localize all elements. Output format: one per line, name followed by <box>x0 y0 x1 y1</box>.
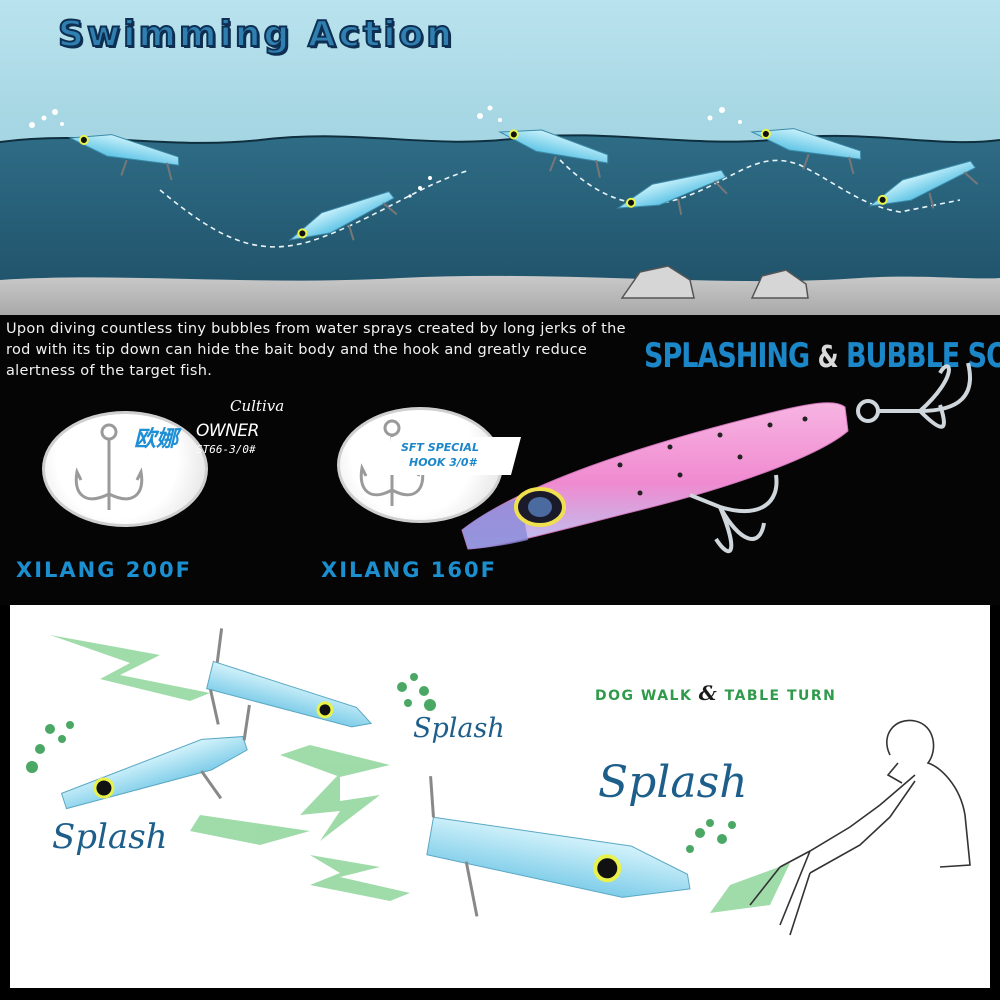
treble-hook-icon <box>689 362 972 554</box>
cultiva-brand: Cultiva <box>230 397 285 415</box>
headline-right: BUBBLE SOUND <box>845 337 1000 376</box>
hook-200f-circle <box>42 411 208 527</box>
water-splashes <box>29 105 742 198</box>
badge-shape <box>387 437 521 475</box>
rock <box>750 269 809 299</box>
swimming-action-title: Swimming Action <box>57 13 455 56</box>
dog-walk-right: TABLE TURN <box>724 688 837 704</box>
swimming-lure-1 <box>68 134 180 181</box>
splashing-info-section: Upon diving countless tiny bubbles from … <box>0 315 1000 605</box>
splash-text-3: Splash <box>598 757 748 808</box>
angler-outline <box>749 719 971 936</box>
dog-walk-heading: DOG WALK & TABLE TURN <box>595 681 836 705</box>
swimming-lure-5 <box>750 128 862 175</box>
seabed <box>0 275 1000 315</box>
swimming-lure-2 <box>288 191 398 241</box>
pink-lure-body <box>461 402 849 550</box>
dog-walk-section: Splash Splash Splash DOG WALK & TABLE TU… <box>10 605 990 988</box>
splashing-bubble-headline: SPLASHING & BUBBLE SOUND <box>644 337 1000 376</box>
splash-text-1: Splash <box>413 713 505 744</box>
swimming-action-section: Swimming Action <box>0 0 1000 315</box>
rock <box>620 265 695 299</box>
chinese-brand-name: 欧娜 <box>134 427 179 452</box>
underwater-scene <box>0 105 1000 315</box>
treble-hook-icon <box>74 423 144 510</box>
model-label-160f: XILANG 160F <box>321 558 497 582</box>
action-illustration <box>26 628 971 936</box>
headline-left: SPLASHING <box>644 337 810 376</box>
water-body <box>0 135 1000 315</box>
splash-droplets <box>26 673 736 853</box>
swimming-lure-3 <box>498 129 609 178</box>
splash-text-2: Splash <box>52 817 168 857</box>
badge-line-1: SFT SPECIAL <box>401 441 479 454</box>
lure-path <box>159 159 961 248</box>
swimming-lure-6 <box>868 160 979 209</box>
sft-special-hook-badge: SFT SPECIAL HOOK 3/0# <box>385 433 525 479</box>
motion-arrows <box>50 635 790 913</box>
headline-ampersand: & <box>817 339 839 375</box>
dog-walk-ampersand: & <box>698 681 719 705</box>
badge-line-2: HOOK 3/0# <box>409 456 477 469</box>
action-lure-3 <box>426 776 691 917</box>
swimming-lure-4 <box>616 169 728 215</box>
model-label-200f: XILANG 200F <box>16 558 192 582</box>
action-lure-2 <box>60 704 251 810</box>
action-lure-1 <box>206 628 373 728</box>
pink-lure-image <box>461 362 972 554</box>
dog-walk-left: DOG WALK <box>595 688 693 704</box>
hook-model-code: ST66-3/0# <box>196 443 256 456</box>
lure-description: Upon diving countless tiny bubbles from … <box>6 321 626 379</box>
owner-brand: OWNER <box>196 421 259 441</box>
cultiva-owner-badge: Cultiva 欧娜 OWNER ST66-3/0# <box>134 397 324 463</box>
